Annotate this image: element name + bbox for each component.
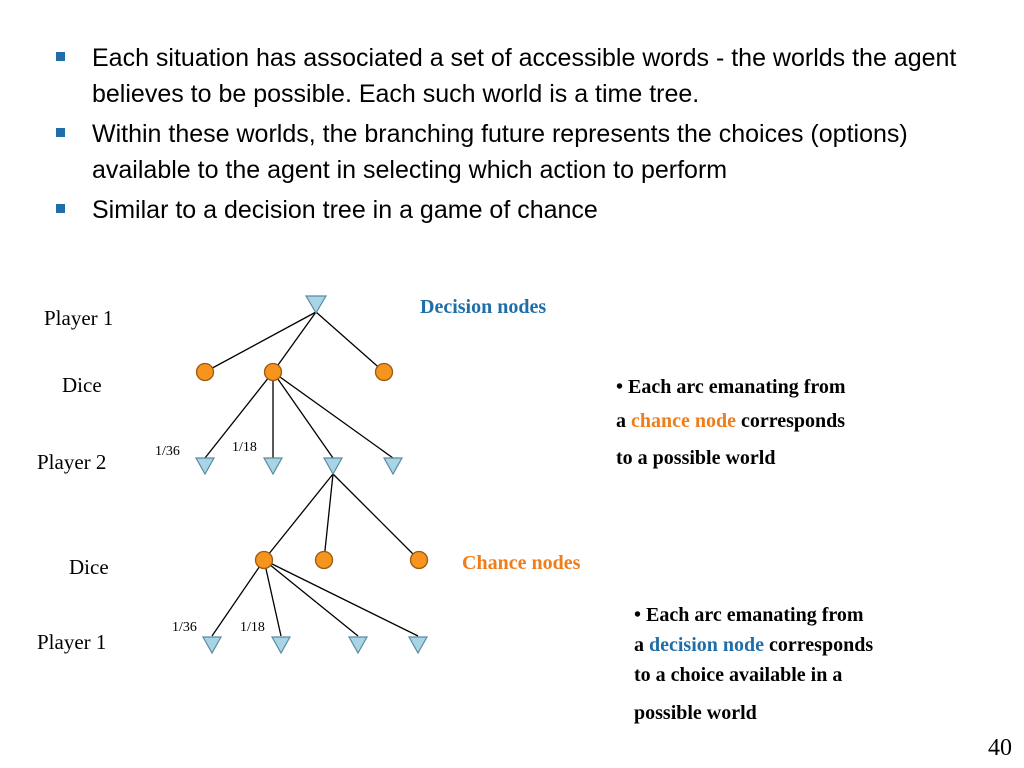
decision-node-triangle-icon xyxy=(382,457,404,476)
note-line: to a possible world xyxy=(616,447,776,469)
probability-label: 1/18 xyxy=(240,620,265,635)
tree-edge xyxy=(263,559,419,637)
tree-edge xyxy=(263,473,334,561)
note-line: • Each arc emanating from xyxy=(616,376,846,398)
decision-node-triangle-icon xyxy=(407,636,429,655)
row-label-player-1: Player 1 xyxy=(37,630,107,654)
probability-label: 1/18 xyxy=(232,440,257,455)
decision-node-triangle-icon xyxy=(304,295,328,315)
probability-label: 1/36 xyxy=(172,620,197,635)
note-text: a xyxy=(634,634,649,656)
decision-node-triangle-icon xyxy=(322,457,344,476)
tree-edges xyxy=(204,311,420,637)
note-line: • Each arc emanating from xyxy=(634,604,864,626)
decision-node-triangle-icon xyxy=(262,457,284,476)
bullet-square-icon xyxy=(56,52,65,61)
tree-edge xyxy=(272,311,317,373)
row-label-player-2: Player 2 xyxy=(37,450,107,474)
chance-node-circle-icon xyxy=(409,550,429,570)
note-line: possible world xyxy=(634,702,757,724)
note-text: corresponds xyxy=(764,634,874,656)
tree-edge xyxy=(323,473,334,561)
chance-node-circle-icon xyxy=(374,362,394,382)
bullet-text: Within these worlds, the branching futur… xyxy=(92,120,908,184)
tree-edge xyxy=(204,371,274,459)
bullet-item: Each situation has associated a set of a… xyxy=(52,40,982,112)
bullet-item: Similar to a decision tree in a game of … xyxy=(52,192,982,228)
tree-edge xyxy=(263,559,359,637)
note-line: a decision node corresponds xyxy=(634,630,873,660)
bullet-square-icon xyxy=(56,128,65,137)
chance-node-circle-icon xyxy=(314,550,334,570)
note-line: to a choice available in a xyxy=(634,664,843,686)
chance-node-circle-icon xyxy=(263,362,283,382)
decision-nodes-title: Decision nodes xyxy=(420,296,547,318)
decision-nodes xyxy=(194,295,429,655)
tree-edge xyxy=(315,311,385,373)
tree-edge xyxy=(332,473,420,561)
decision-node-triangle-icon xyxy=(201,636,223,655)
note-text: corresponds xyxy=(736,410,846,432)
decision-node-note: • Each arc emanating from a decision nod… xyxy=(634,600,873,728)
bullet-text: Similar to a decision tree in a game of … xyxy=(92,196,598,224)
decision-node-triangle-icon xyxy=(194,457,216,476)
tree-edge xyxy=(204,311,317,373)
bullet-item: Within these worlds, the branching futur… xyxy=(52,116,982,188)
note-text: a xyxy=(616,410,631,432)
chance-nodes xyxy=(195,362,429,570)
note-highlight: chance node xyxy=(631,410,736,432)
tree-edge xyxy=(263,559,282,637)
bullet-list: Each situation has associated a set of a… xyxy=(52,40,982,232)
slide-number: 40 xyxy=(988,735,1012,761)
tree-edge xyxy=(272,371,394,459)
bullet-square-icon xyxy=(56,204,65,213)
tree-edge xyxy=(272,371,334,459)
chance-node-circle-icon xyxy=(195,362,215,382)
decision-node-triangle-icon xyxy=(270,636,292,655)
row-label-player-1: Player 1 xyxy=(44,306,114,330)
decision-node-triangle-icon xyxy=(347,636,369,655)
row-label-dice: Dice xyxy=(69,555,109,579)
row-label-dice: Dice xyxy=(62,373,102,397)
probability-label: 1/36 xyxy=(155,444,180,459)
chance-node-circle-icon xyxy=(254,550,274,570)
note-line: a chance node corresponds xyxy=(616,404,846,438)
chance-node-note: • Each arc emanating from a chance node … xyxy=(616,370,846,475)
note-highlight: decision node xyxy=(649,634,765,656)
bullet-text: Each situation has associated a set of a… xyxy=(92,44,957,108)
chance-nodes-title: Chance nodes xyxy=(462,552,581,574)
tree-edge xyxy=(211,559,265,637)
